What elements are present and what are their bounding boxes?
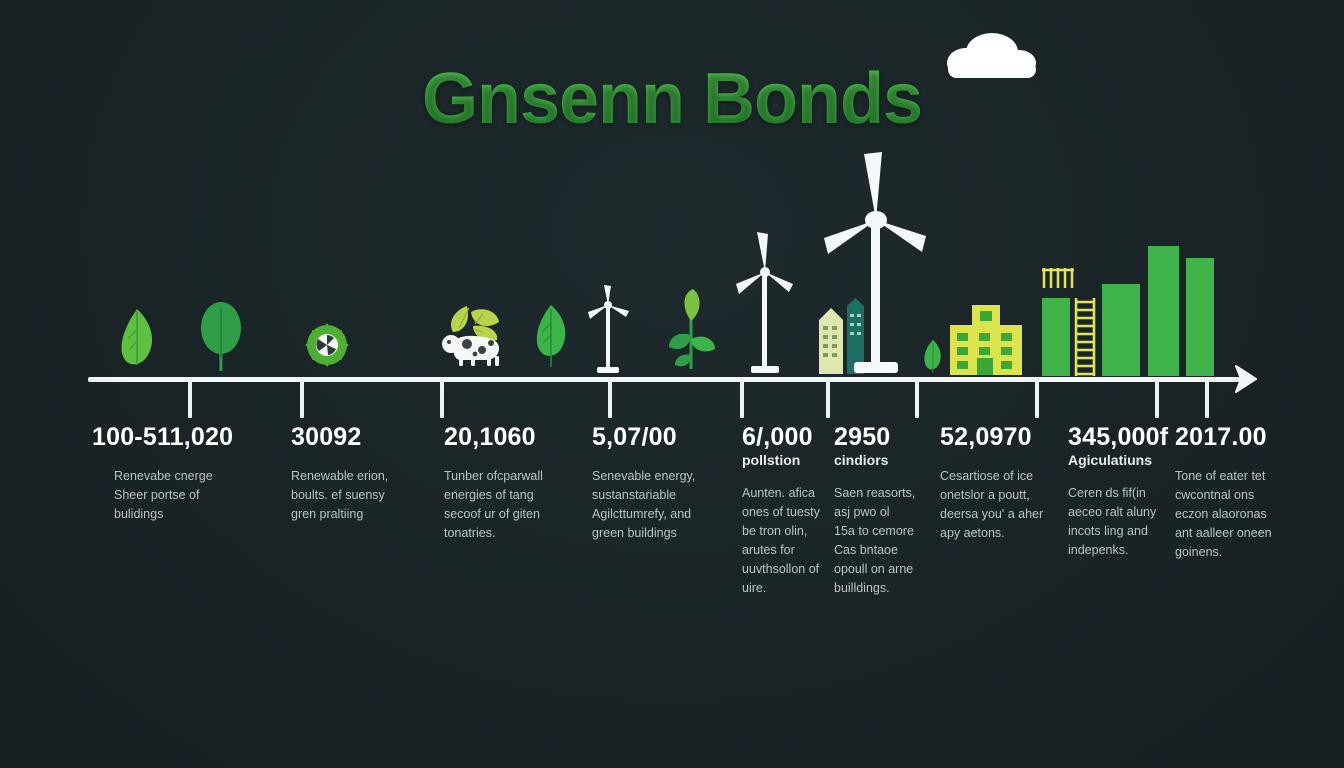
timeline-entry: 30092 Renewable erion, boults. ef suensy… [291, 424, 441, 524]
entry-value: 30092 [291, 423, 362, 451]
entry-subhead: cindiors [834, 451, 889, 468]
entry-desc: Tunber ofcparwall energies of tang secoo… [444, 468, 543, 540]
wind-turbine-medium-icon [736, 232, 793, 373]
timeline-axis [88, 377, 1240, 382]
axis-tick [608, 379, 612, 418]
green-building-icon [950, 305, 1022, 375]
entry-desc: Cesartiose of ice onetslor a poutt, deer… [940, 468, 1044, 540]
arrow-right-icon [1226, 365, 1257, 393]
timeline-entry: 100-511,020 Renevabe cnerge Sheer portse… [92, 424, 257, 524]
entry-value: 5,07/00 [592, 423, 677, 451]
bar-chart-icon [1042, 246, 1214, 376]
entry-desc: Renewable erion, boults. ef suensy gren … [291, 468, 389, 521]
leaf-icon-2 [536, 305, 566, 367]
timeline-entry: 5,07/00 Senevable energy, sustanstariabl… [592, 424, 727, 543]
entry-desc: Ceren ds fif(in aeceo ralt aluny incots … [1068, 485, 1157, 557]
plant-sprig-icon [669, 289, 715, 369]
leaf-small-icon [924, 340, 941, 373]
entry-desc: Aunten. afica ones of tuesty be tron oli… [742, 485, 820, 595]
axis-tick [1035, 379, 1039, 418]
timeline-entry: 2950 cindiors Saen reasorts, asj pwo ol … [834, 424, 926, 598]
page-title: Gnsenn Bonds [0, 58, 1344, 140]
axis-tick [740, 379, 744, 418]
axis-tick [1205, 379, 1209, 418]
eco-wreath-icon [305, 323, 349, 367]
tree-icon [201, 302, 241, 371]
timeline-entry: 2017.00 Tone of eater tet cwcontnal ons … [1175, 424, 1290, 562]
entry-value: 345,000f [1068, 423, 1169, 451]
cloud-icon [947, 33, 1036, 78]
entry-value: 52,0970 [940, 423, 1032, 451]
entry-value: 100-511,020 [92, 423, 234, 451]
wind-turbine-large-icon [824, 152, 926, 373]
timeline-entry: 345,000f Agiculatiuns Ceren ds fif(in ae… [1068, 424, 1173, 560]
entry-desc: Senevable energy, sustanstariable Agilct… [592, 468, 696, 540]
city-buildings-icon [819, 298, 864, 374]
entry-value: 2017.00 [1175, 423, 1267, 451]
entry-value: 20,1060 [444, 423, 536, 451]
livestock-leaf-icon [442, 306, 499, 366]
timeline-entry: 6/,000 pollstion Aunten. afica ones of t… [742, 424, 830, 598]
axis-tick [300, 379, 304, 418]
entry-desc: Tone of eater tet cwcontnal ons eczon al… [1175, 468, 1272, 559]
entry-subhead: pollstion [742, 451, 801, 468]
leaf-icon [121, 309, 153, 365]
axis-tick [188, 379, 192, 418]
axis-tick [826, 379, 830, 418]
entry-value: 6/,000 [742, 423, 813, 451]
axis-tick [915, 379, 919, 418]
axis-tick [440, 379, 444, 418]
timeline-entry: 52,0970 Cesartiose of ice onetslor a pou… [940, 424, 1060, 543]
entry-desc: Saen reasorts, asj pwo ol 15a to cemore … [834, 485, 916, 595]
entry-subhead: Agiculatiuns [1068, 451, 1153, 468]
timeline-entry: 20,1060 Tunber ofcparwall energies of ta… [444, 424, 584, 543]
entry-value: 2950 [834, 423, 891, 451]
entry-desc: Renevabe cnerge Sheer portse of buliding… [114, 468, 213, 521]
axis-tick [1155, 379, 1159, 418]
wind-turbine-small-icon [588, 285, 629, 373]
